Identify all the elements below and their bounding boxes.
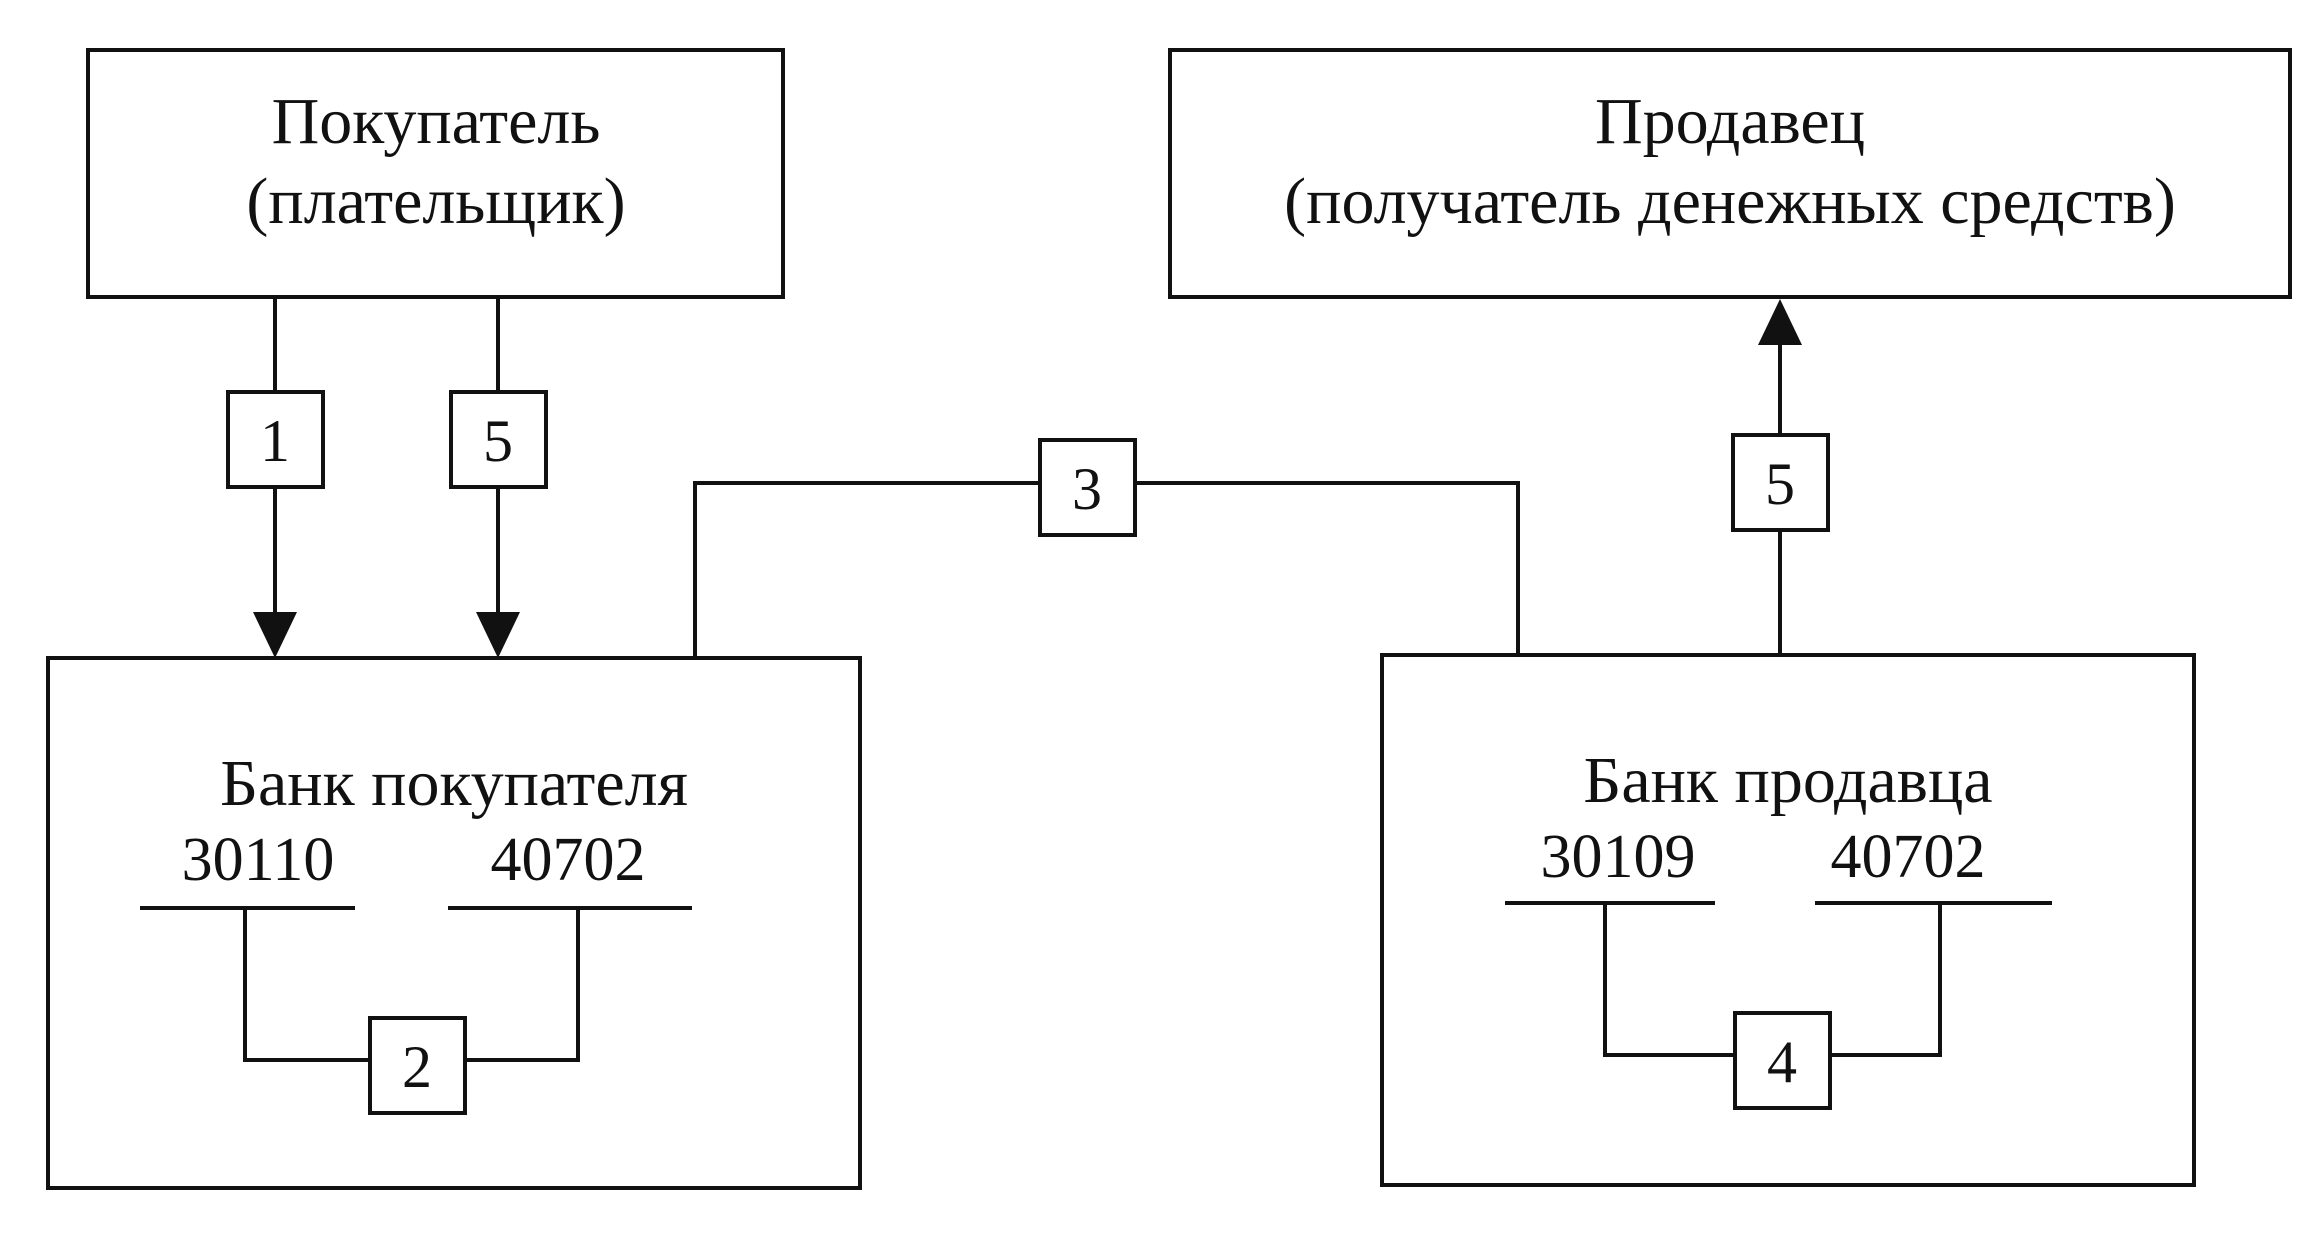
step-3-label: 3 bbox=[1072, 456, 1102, 522]
seller-bank-connector-right bbox=[1830, 903, 1942, 1057]
step-4-box bbox=[1733, 1011, 1832, 1110]
flow-step-1: 1 bbox=[226, 297, 325, 658]
flow-step-5-seller: 5 bbox=[1731, 299, 1830, 655]
flow-step-5-buyer: 5 bbox=[449, 297, 548, 658]
buyer-box bbox=[86, 48, 785, 299]
step-1-arrowhead bbox=[253, 612, 297, 658]
flow-step-3: 3 bbox=[693, 438, 1520, 658]
seller-bank-connector-left bbox=[1603, 903, 1735, 1057]
step-4-label: 4 bbox=[1767, 1029, 1797, 1095]
buyer-bank-box bbox=[46, 656, 862, 1190]
buyer-bank-title: Банк покупателя bbox=[220, 747, 688, 820]
step-1-box bbox=[226, 390, 325, 489]
buyer-subtitle: (плательщик) bbox=[246, 165, 625, 238]
seller-bank-title: Банк продавца bbox=[1583, 744, 1992, 817]
seller-title: Продавец bbox=[1595, 85, 1865, 158]
seller-bank-node: Банк продавца 30109 40702 4 bbox=[1380, 653, 2196, 1187]
step-3-line-left bbox=[693, 481, 1040, 658]
seller-bank-account-30109: 30109 bbox=[1541, 823, 1696, 891]
buyer-node: Покупатель (плательщик) bbox=[86, 48, 785, 299]
buyer-bank-account-40702: 40702 bbox=[491, 826, 646, 894]
buyer-bank-node: Банк покупателя 30110 40702 2 bbox=[46, 656, 862, 1190]
buyer-bank-connector-left bbox=[243, 908, 370, 1062]
seller-subtitle: (получатель денежных средств) bbox=[1284, 165, 2176, 238]
buyer-bank-account-30110: 30110 bbox=[182, 826, 335, 894]
step-2-box bbox=[368, 1016, 467, 1115]
step-2-label: 2 bbox=[402, 1034, 432, 1100]
step-3-line-right bbox=[1135, 481, 1520, 655]
buyer-bank-connector-right bbox=[465, 908, 580, 1062]
step-5-seller-arrowhead bbox=[1758, 299, 1802, 345]
step-5-buyer-label: 5 bbox=[483, 408, 513, 474]
seller-node: Продавец (получатель денежных средств) bbox=[1168, 48, 2292, 299]
step-5-seller-label: 5 bbox=[1765, 451, 1795, 517]
step-5-buyer-arrowhead bbox=[476, 612, 520, 658]
step-1-label: 1 bbox=[260, 408, 290, 474]
seller-bank-account-40702: 40702 bbox=[1831, 823, 1986, 891]
step-5-buyer-box bbox=[449, 390, 548, 489]
seller-box bbox=[1168, 48, 2292, 299]
step-3-box bbox=[1038, 438, 1137, 537]
buyer-title: Покупатель bbox=[272, 85, 601, 158]
step-5-seller-box bbox=[1731, 433, 1830, 532]
